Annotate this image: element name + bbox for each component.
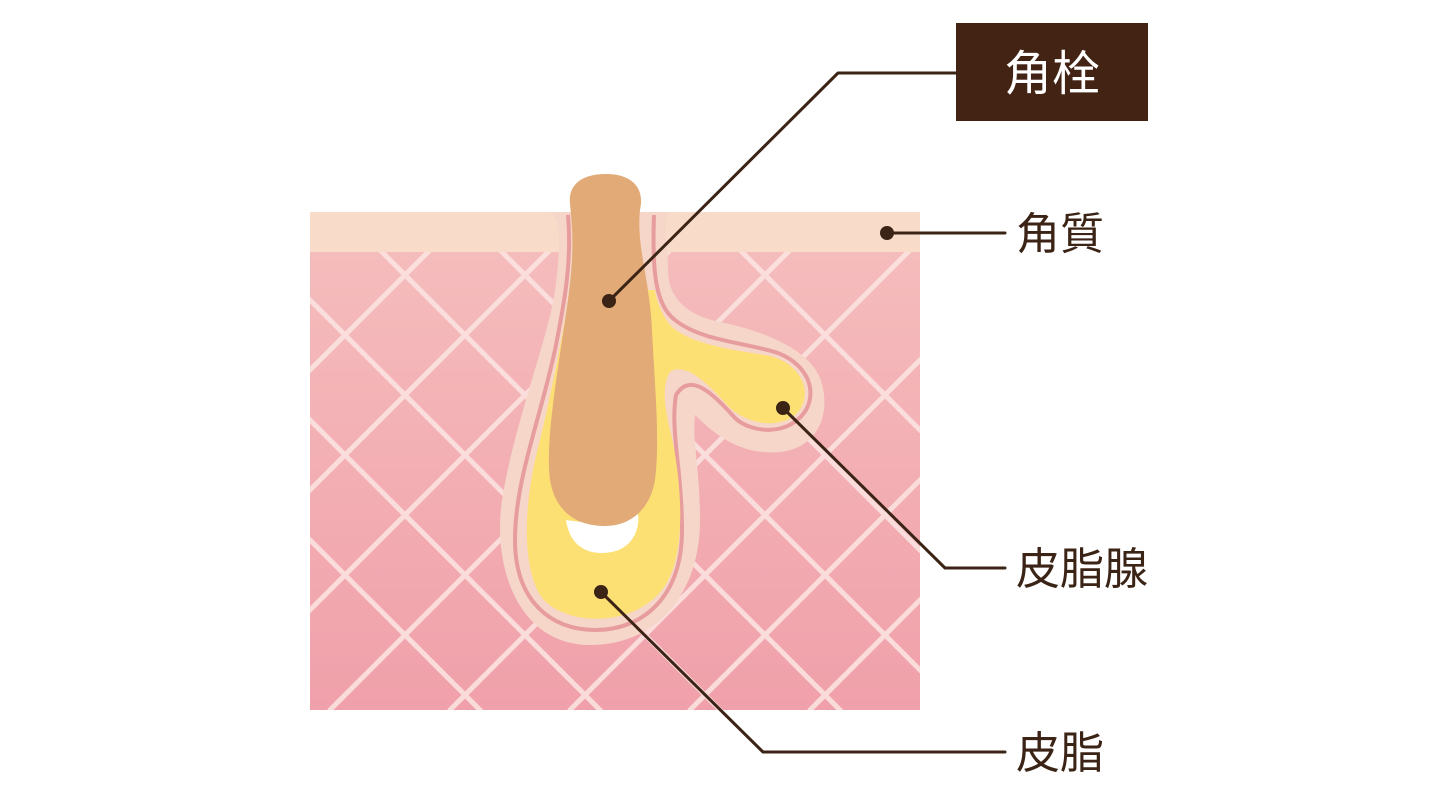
pointer-dot-plug xyxy=(602,294,616,308)
sebum-label: 皮脂 xyxy=(1016,728,1104,779)
leader-line-plug xyxy=(607,71,958,303)
pointer-dot-sebaceous-gland xyxy=(776,401,790,415)
sebaceous-gland-label: 皮脂腺 xyxy=(1016,544,1148,595)
keratin-plug xyxy=(548,174,658,526)
pointer-dot-sebum xyxy=(594,585,608,599)
keratin-label: 角質 xyxy=(1016,209,1104,260)
leader-line-sebum xyxy=(599,590,1007,754)
plug-label-box xyxy=(956,23,1148,121)
follicle-outline xyxy=(512,214,813,633)
pointer-dot-keratin xyxy=(880,226,894,240)
plug-label: 角栓 xyxy=(1004,46,1100,102)
leader-line-sebaceous-gland xyxy=(781,406,1007,570)
